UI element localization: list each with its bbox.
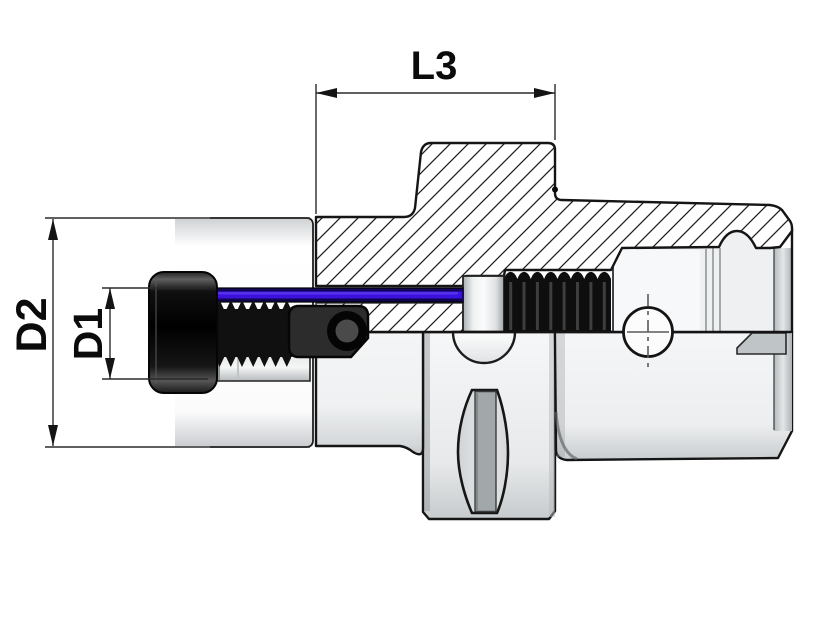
d1-arrow-top — [105, 288, 115, 309]
shank-bottom-surface — [553, 330, 794, 462]
section-hatch — [314, 141, 794, 288]
internal-thread-profile — [504, 271, 611, 332]
flange-shank-fillet — [554, 411, 578, 461]
clamp-hole — [335, 319, 359, 343]
d2-arrow-top — [48, 219, 58, 240]
coolant-tube-bottom-shade — [214, 298, 462, 302]
d1-arrow-bottom — [105, 358, 115, 379]
bore-internal-thread — [504, 271, 611, 332]
screw-thread-bottom-teeth — [214, 355, 291, 367]
shank-left-shading — [557, 333, 565, 457]
body-section-hatched — [314, 141, 794, 333]
flange-edge-dot — [552, 186, 558, 193]
dimension-label-l3: L3 — [411, 44, 458, 88]
l3-arrow-left — [316, 88, 337, 98]
adjustment-knob — [148, 271, 218, 394]
gripper-slot — [456, 388, 510, 515]
clamp-block — [287, 304, 370, 359]
gripper-slot-key — [474, 390, 497, 513]
body-bottom-surface — [314, 330, 425, 456]
coolant-tube — [212, 287, 464, 303]
flange-left-edge-shading — [424, 333, 430, 511]
coolant-tube-highlight — [218, 292, 458, 295]
internal-thread-striations — [509, 282, 606, 330]
dimension-l3: L3 — [315, 44, 556, 214]
dimension-label-d2: D2 — [8, 298, 56, 353]
adjusting-screw-thread — [213, 300, 292, 367]
screw-thread-top-teeth — [214, 300, 291, 312]
body-exterior — [314, 330, 425, 456]
thread-adapter-block — [462, 275, 505, 333]
dimension-label-d1: D1 — [65, 308, 111, 360]
dimension-d1: D1 — [65, 287, 208, 380]
coolant-tube-top-shade — [214, 288, 462, 292]
flange-right-edge-shading — [549, 333, 555, 517]
shank-exterior — [553, 330, 794, 462]
radial-hole — [622, 294, 674, 371]
dimension-d2: D2 — [8, 217, 310, 448]
screw-thread-core — [213, 309, 292, 357]
adjustment-knob-body — [148, 271, 218, 394]
l3-arrow-right — [534, 88, 555, 98]
d2-arrow-bottom — [48, 425, 58, 446]
drive-slot-notch — [451, 330, 517, 365]
